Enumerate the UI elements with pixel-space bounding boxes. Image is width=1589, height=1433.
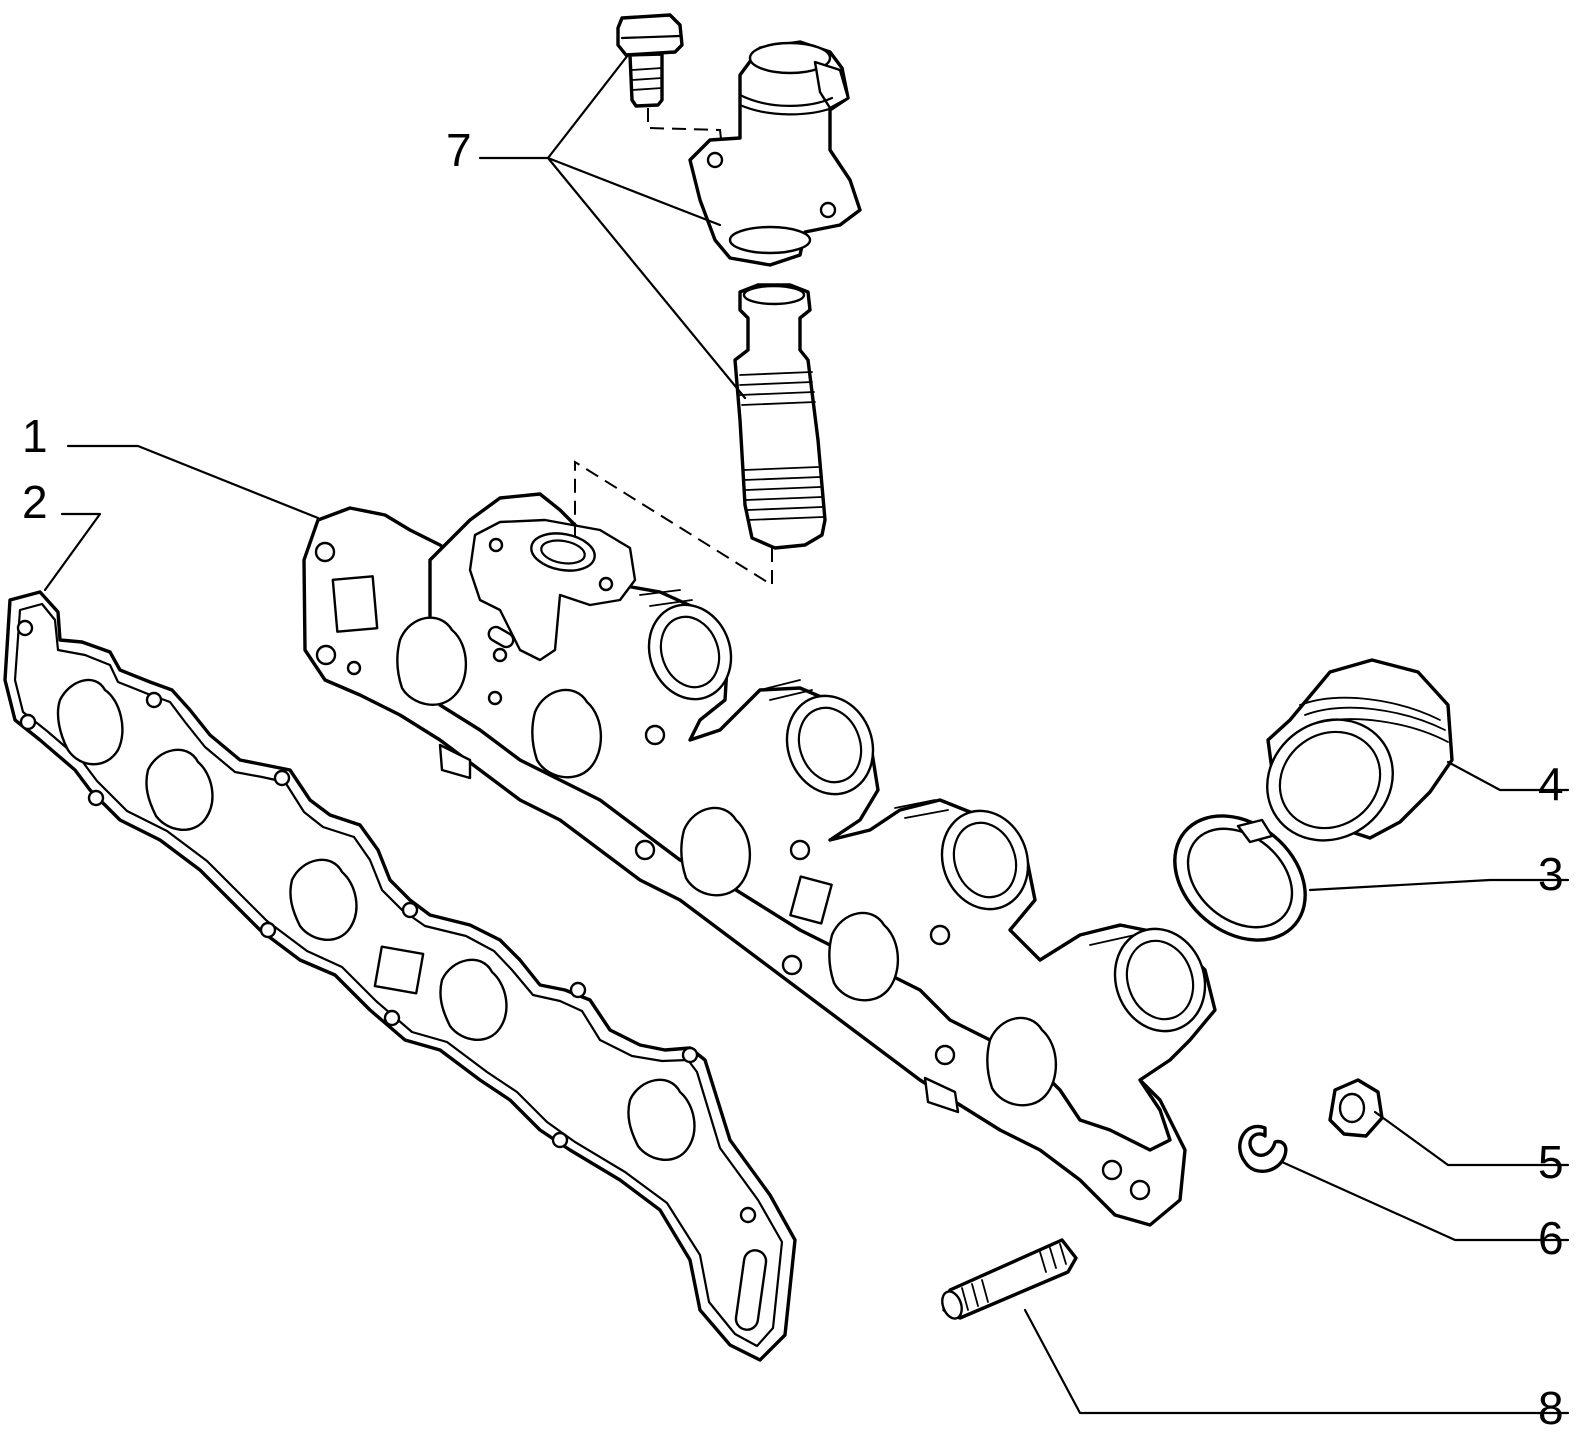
leader-line-5 [1373,1110,1570,1167]
callout-5: 5 [1538,1136,1564,1188]
part-8-stud [941,1238,1078,1320]
callout-labels: 1 2 3 4 5 6 7 8 [22,124,1564,1433]
part-5-nut [1328,1078,1384,1138]
part-3-clamp [1173,814,1307,942]
exhaust-manifold [302,492,1217,1227]
manifest-gasket [3,590,797,1362]
part-6-washer [1238,1124,1288,1173]
callout-1: 1 [22,410,48,462]
leader-line-7 [478,53,747,400]
callout-4: 4 [1538,758,1564,810]
leader-line-6 [1280,1160,1570,1242]
leader-line-2 [43,512,102,592]
leader-line-3 [1308,878,1570,892]
callout-7: 7 [446,124,472,176]
callout-6: 6 [1538,1212,1564,1264]
callout-2: 2 [22,476,48,528]
callout-3: 3 [1538,848,1564,900]
leader-line-1 [66,444,320,520]
leader-line-4 [1446,760,1570,792]
part-4-sleeve [1266,658,1454,842]
sensor-assembly [574,13,862,587]
callout-8: 8 [1538,1382,1564,1433]
leader-lines [43,53,1570,1415]
leader-line-8 [1023,1308,1570,1415]
